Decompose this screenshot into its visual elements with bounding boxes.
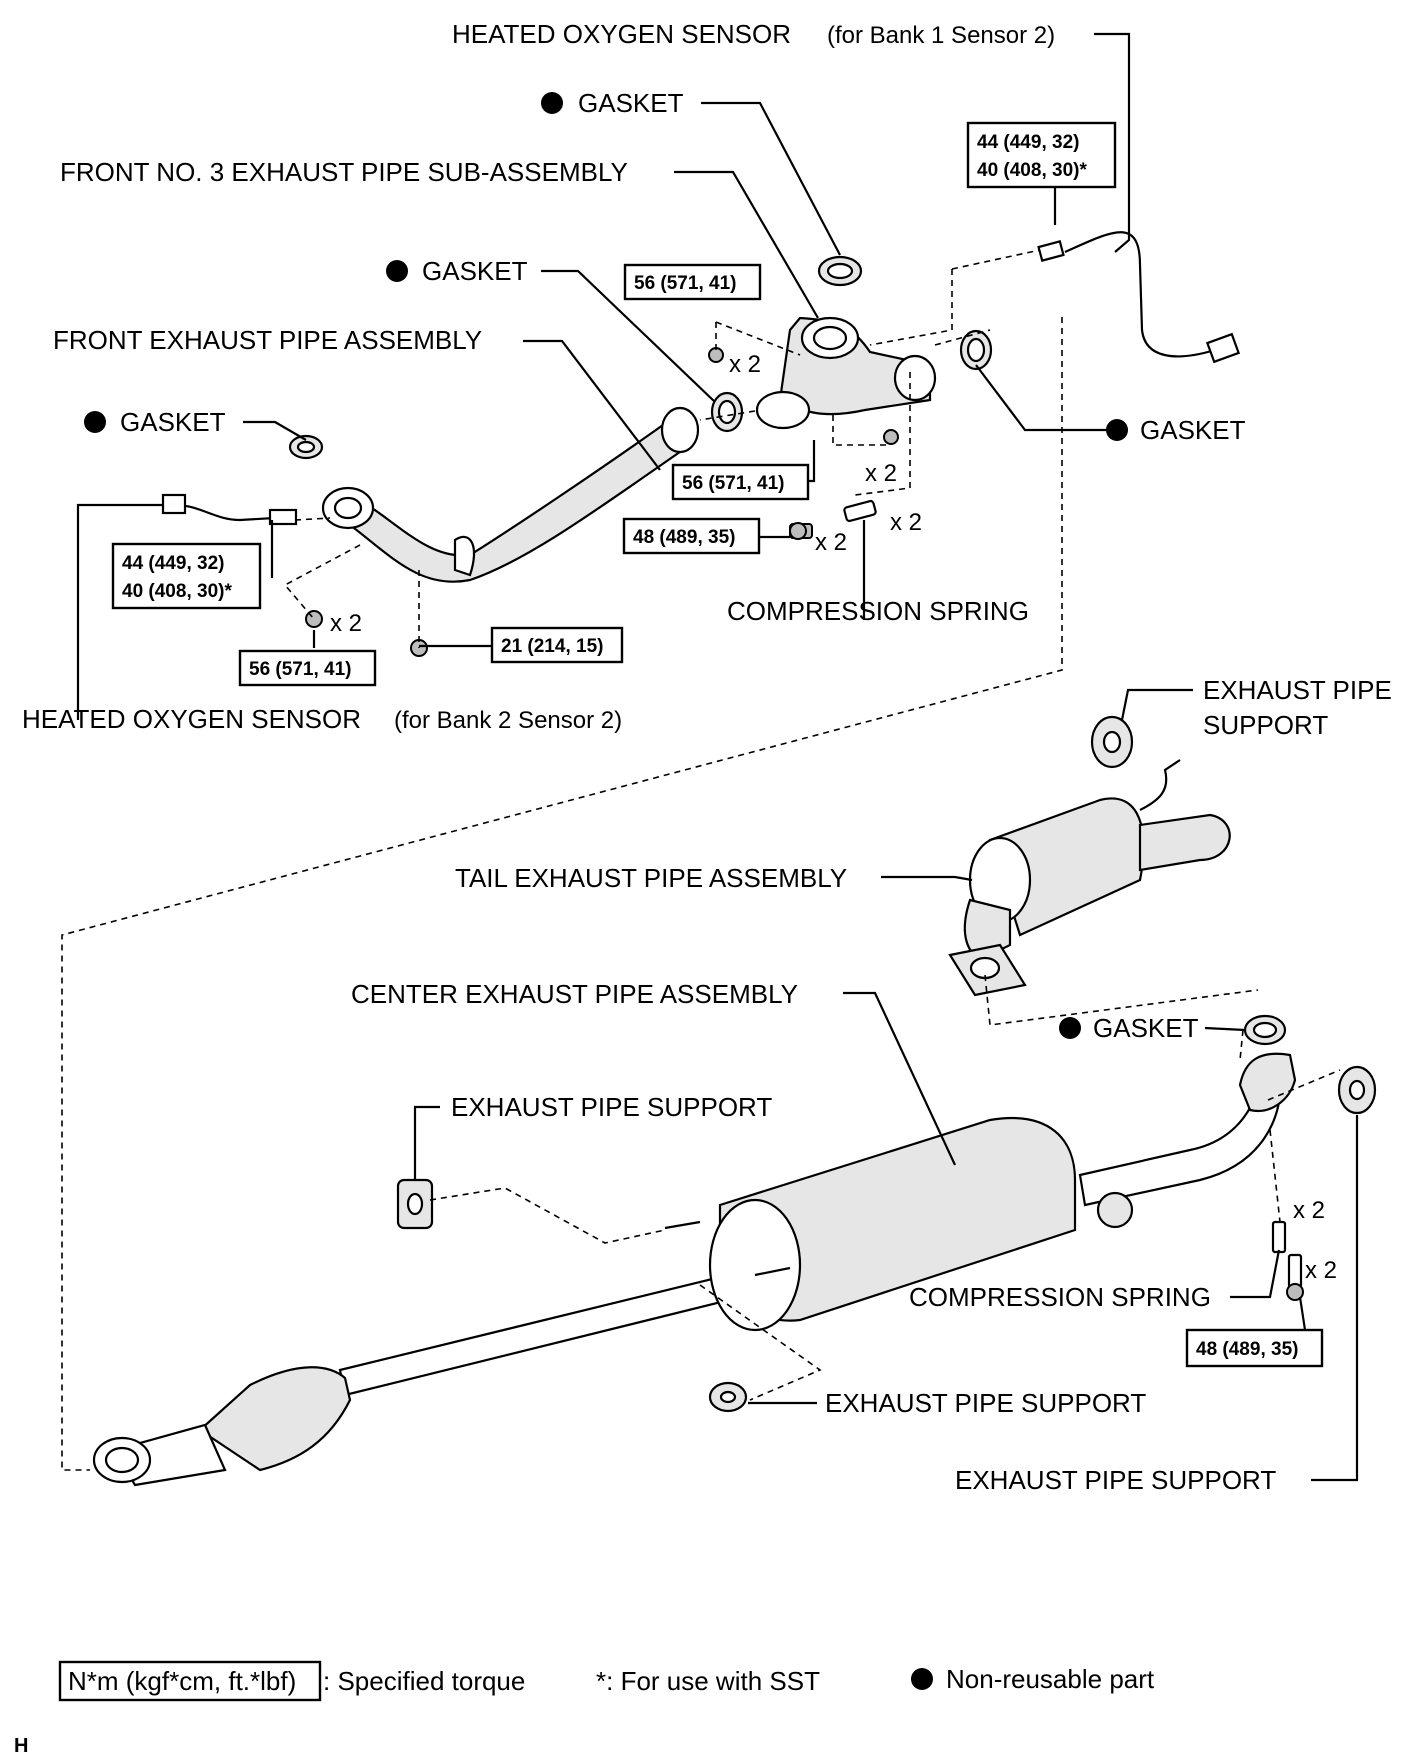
gasket-right-label: GASKET: [1140, 415, 1246, 445]
tail-exhaust-pipe-label: TAIL EXHAUST PIPE ASSEMBLY: [455, 863, 847, 893]
svg-text:(for Bank 1 Sensor 2): (for Bank 1 Sensor 2): [827, 22, 1055, 49]
center-exhaust-pipe-part: [92, 1052, 1297, 1487]
tail-exhaust-pipe-part: [948, 759, 1231, 997]
torque-box-ho2s-bank2: 44 (449, 32) 40 (408, 30)*: [111, 542, 262, 610]
front-exhaust-pipe-label: FRONT EXHAUST PIPE ASSEMBLY: [53, 325, 482, 355]
front-exhaust-pipe-part: [321, 406, 700, 583]
exhaust-pipe-support-right-part: [1337, 1065, 1377, 1115]
exhaust-pipe-support-mid-part: [708, 1381, 748, 1413]
qty-label: x 2: [815, 529, 847, 556]
compression-spring-top-label: COMPRESSION SPRING: [727, 596, 1029, 626]
gasket-mid-label: GASKET: [422, 256, 528, 286]
front-no3-exhaust-pipe-part: [755, 316, 937, 430]
svg-text:56 (571, 41): 56 (571, 41): [249, 659, 351, 680]
gasket-top-part: [817, 255, 863, 287]
svg-text:44 (449, 32): 44 (449, 32): [977, 132, 1079, 153]
nonreusable-mark: [386, 260, 408, 282]
legend-sst-text: *: For use with SST: [596, 1666, 820, 1696]
heated-oxygen-sensor-bank1-part: [1037, 231, 1241, 364]
svg-text:N*m (kgf*cm, ft.*lbf): N*m (kgf*cm, ft.*lbf): [68, 1666, 296, 1696]
torque-box-48-top: 48 (489, 35): [622, 517, 761, 555]
exhaust-pipe-support-top-label: EXHAUST PIPE SUPPORT: [1203, 675, 1392, 740]
qty-label: x 2: [729, 351, 761, 378]
fasteners-bottom: [1271, 1220, 1304, 1301]
svg-text:56 (571, 41): 56 (571, 41): [682, 473, 784, 494]
svg-text:40 (408, 30)*: 40 (408, 30)*: [122, 581, 232, 602]
exhaust-pipe-support-bottom-right-label: EXHAUST PIPE SUPPORT: [955, 1465, 1276, 1495]
svg-text:(for Bank 2 Sensor 2): (for Bank 2 Sensor 2): [394, 707, 622, 734]
qty-label: x 2: [1293, 1197, 1325, 1224]
center-exhaust-pipe-label: CENTER EXHAUST PIPE ASSEMBLY: [351, 979, 798, 1009]
gasket-lower-part: [1243, 1014, 1287, 1046]
gasket-right-part: [959, 329, 993, 371]
fasteners-top: [305, 347, 899, 657]
nonreusable-mark: [84, 411, 106, 433]
heated-oxygen-sensor-bank2-label: HEATED OXYGEN SENSOR (for Bank 2 Sensor …: [22, 704, 622, 734]
svg-text:56 (571, 41): 56 (571, 41): [634, 273, 736, 294]
exhaust-pipe-support-left-label: EXHAUST PIPE SUPPORT: [451, 1092, 772, 1122]
legend-nonreusable-mark: [911, 1668, 933, 1690]
svg-text:21 (214, 15): 21 (214, 15): [501, 636, 603, 657]
qty-label: x 2: [330, 610, 362, 637]
leader-lines: [76, 32, 1359, 1482]
gasket-lower-label: GASKET: [1093, 1013, 1199, 1043]
svg-text:48 (489, 35): 48 (489, 35): [633, 527, 735, 548]
dashed-connectors: [61, 249, 1341, 1471]
torque-box-48-bottom: 48 (489, 35): [1185, 1328, 1324, 1368]
exhaust-pipe-support-left-part: [396, 1178, 434, 1230]
nonreusable-mark: [541, 92, 563, 114]
gasket-top-label: GASKET: [578, 88, 684, 118]
qty-label: x 2: [865, 460, 897, 487]
svg-text:40 (408, 30)*: 40 (408, 30)*: [977, 160, 1087, 181]
torque-box-21: 21 (214, 15): [490, 626, 624, 664]
legend-nonreusable-text: Non-reusable part: [946, 1664, 1155, 1694]
front-no3-exhaust-pipe-label: FRONT NO. 3 EXHAUST PIPE SUB-ASSEMBLY: [60, 157, 628, 187]
corner-mark: H: [14, 1735, 28, 1757]
heated-oxygen-sensor-bank1-label: HEATED OXYGEN SENSOR (for Bank 1 Sensor …: [452, 19, 1055, 49]
svg-text:48 (489, 35): 48 (489, 35): [1196, 1339, 1298, 1360]
svg-text:EXHAUST PIPE: EXHAUST PIPE: [1203, 675, 1392, 705]
qty-label: x 2: [890, 509, 922, 536]
svg-text:HEATED OXYGEN SENSOR: HEATED OXYGEN SENSOR: [452, 19, 791, 49]
svg-text:SUPPORT: SUPPORT: [1203, 710, 1328, 740]
legend-torque-box: N*m (kgf*cm, ft.*lbf): [58, 1660, 322, 1702]
torque-box-56-top: 56 (571, 41): [623, 263, 762, 301]
torque-box-ho2s-bank1: 44 (449, 32) 40 (408, 30)*: [966, 121, 1117, 189]
svg-text:HEATED OXYGEN SENSOR: HEATED OXYGEN SENSOR: [22, 704, 361, 734]
gasket-mid-part: [710, 391, 744, 433]
heated-oxygen-sensor-bank2-part: [161, 493, 298, 526]
legend-torque-text: : Specified torque: [323, 1666, 525, 1696]
torque-box-56-mid: 56 (571, 41): [671, 463, 810, 501]
svg-text:44 (449, 32): 44 (449, 32): [122, 553, 224, 574]
nonreusable-mark: [1106, 419, 1128, 441]
gasket-left-label: GASKET: [120, 407, 226, 437]
qty-label: x 2: [1305, 1257, 1337, 1284]
exhaust-pipe-support-top-part: [1090, 715, 1134, 769]
nonreusable-mark: [1059, 1017, 1081, 1039]
torque-box-56-left: 56 (571, 41): [238, 649, 377, 687]
compression-spring-bottom-label: COMPRESSION SPRING: [909, 1282, 1211, 1312]
exhaust-pipe-support-mid-label: EXHAUST PIPE SUPPORT: [825, 1388, 1146, 1418]
gasket-left-part: [288, 434, 324, 460]
legend: N*m (kgf*cm, ft.*lbf) : Specified torque…: [58, 1660, 1155, 1702]
